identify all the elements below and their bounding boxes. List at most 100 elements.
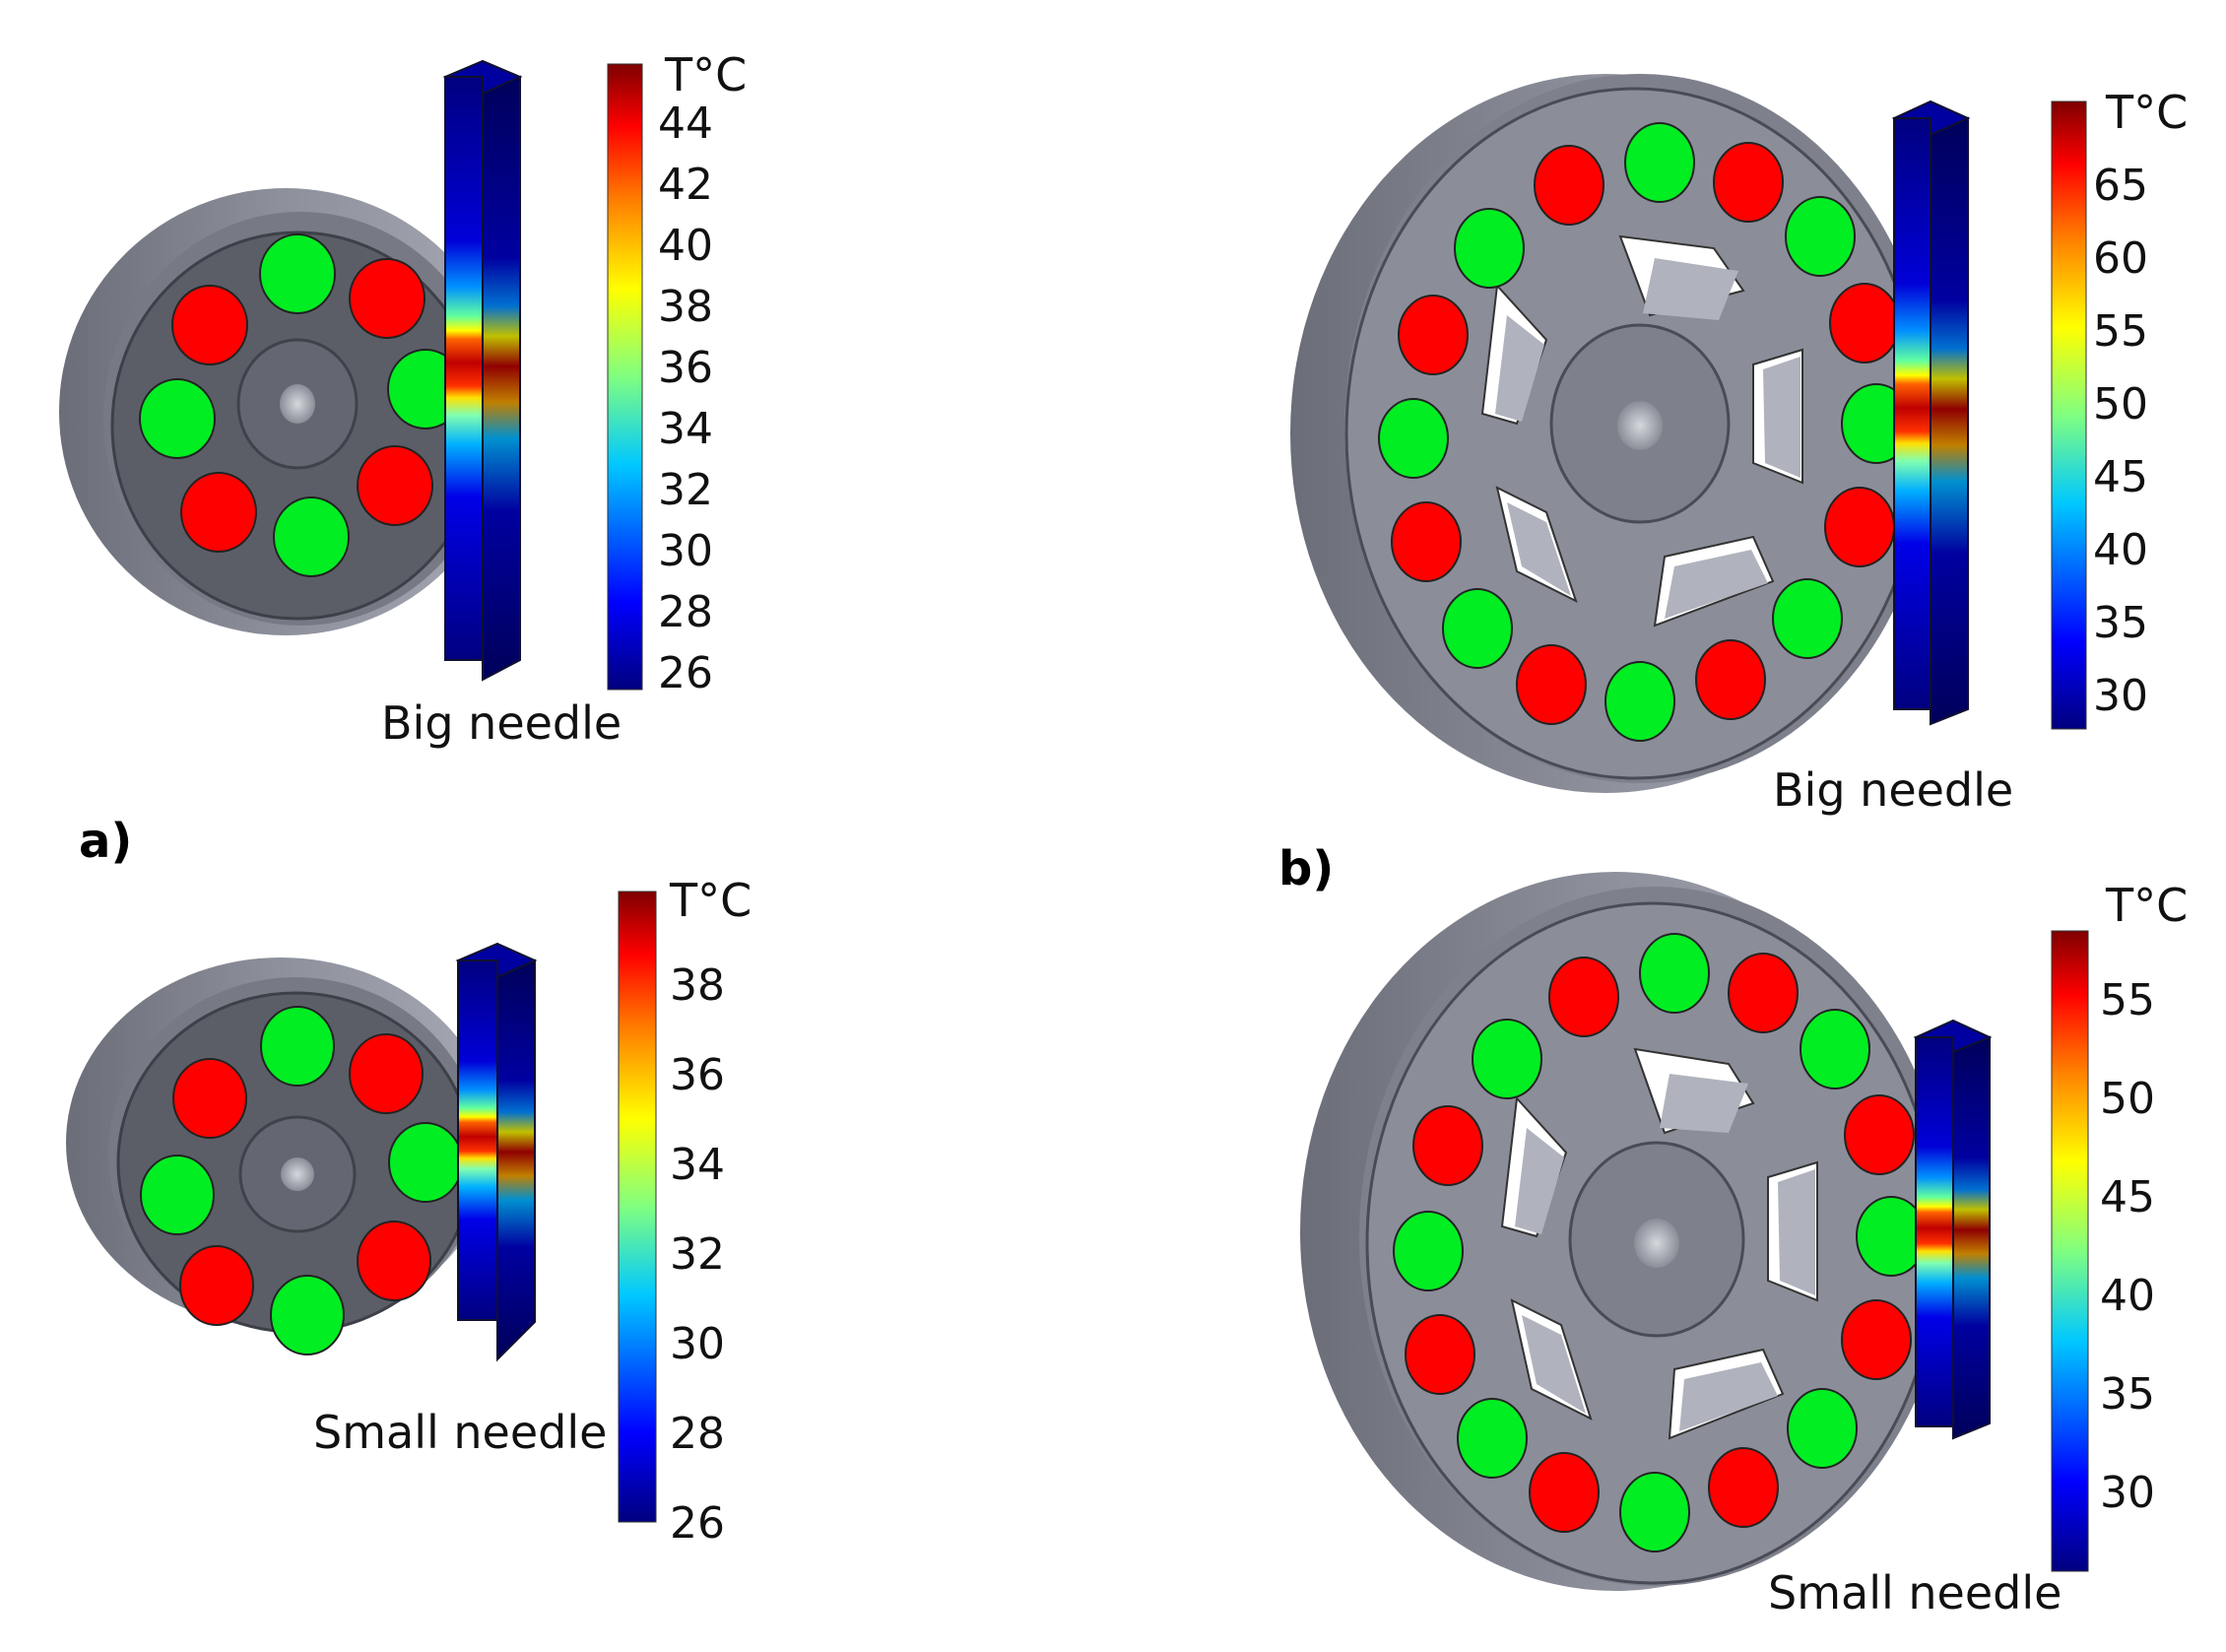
magnet-ring <box>140 1006 463 1355</box>
colorbar-tick-label: 40 <box>2093 525 2148 575</box>
magnet-red <box>1695 639 1766 720</box>
colorbar-gradient <box>607 63 643 691</box>
colorbar-tick-label: 55 <box>2093 306 2148 357</box>
colorbar-ticks: 65 60 55 50 45 40 35 30 <box>2093 161 2148 721</box>
colorbar-tick-label: 42 <box>658 160 713 210</box>
colorbar-ticks: 44 42 40 38 36 34 32 30 28 26 <box>658 99 713 698</box>
colorbar-tick-label: 40 <box>658 221 713 271</box>
magnet-red <box>171 285 248 365</box>
needle-heatmap <box>1891 99 1971 726</box>
needle-heatmap <box>1913 1019 1993 1440</box>
colorbar-tick-label: 30 <box>670 1319 725 1369</box>
colorbar-tick-label: 36 <box>658 343 713 393</box>
colorbar-unit: T°C <box>669 874 752 927</box>
magnet-green <box>259 233 336 314</box>
colorbar-tick-label: 50 <box>2093 379 2148 430</box>
colorbar-tick-label: 40 <box>2100 1271 2155 1321</box>
spoke-cutouts <box>1500 1047 1818 1440</box>
figure-caption: Big needle <box>1773 763 2013 817</box>
colorbar-tick-label: 38 <box>658 282 713 332</box>
needle-heatmap <box>442 59 523 682</box>
magnet-green <box>140 1155 215 1235</box>
magnet-red <box>1548 957 1619 1037</box>
colorbar-tick-label: 44 <box>658 99 713 149</box>
magnet-red <box>1728 953 1799 1033</box>
magnet-red <box>180 472 257 553</box>
magnet-red <box>357 445 433 526</box>
magnet-green <box>1639 933 1710 1014</box>
figure-a-small: T°C 38 36 34 32 30 28 26 Small needle <box>66 874 752 1549</box>
magnet-red <box>1824 487 1895 567</box>
colorbar-unit: T°C <box>2105 86 2188 139</box>
magnet-green <box>1604 661 1675 742</box>
magnet-red <box>1398 295 1469 375</box>
colorbar-unit: T°C <box>2105 879 2188 932</box>
magnet-green <box>1378 398 1449 479</box>
figure-caption: Small needle <box>1768 1566 2062 1619</box>
colorbar-tick-label: 26 <box>670 1498 725 1549</box>
magnet-green <box>1457 1398 1528 1479</box>
colorbar-tick-label: 35 <box>2093 598 2148 648</box>
colorbar-tick-label: 45 <box>2093 452 2148 502</box>
magnet-red <box>1412 1105 1483 1186</box>
magnet-red <box>1844 1094 1915 1175</box>
spoke-cutouts <box>1480 234 1803 628</box>
magnet-red <box>1713 142 1784 223</box>
colorbar-tick-label: 55 <box>2100 975 2155 1025</box>
magnet-green <box>388 1122 463 1203</box>
magnet-red <box>349 258 426 339</box>
magnet-green <box>139 378 216 459</box>
magnet-green <box>1442 588 1513 669</box>
magnet-ring <box>1393 933 1927 1553</box>
figure-b-big: T°C 65 60 55 50 45 40 35 30 Big needle <box>1290 74 2188 817</box>
colorbar-tick-label: 30 <box>658 526 713 576</box>
magnet-red <box>357 1221 431 1301</box>
figure-caption: Big needle <box>381 696 622 750</box>
figure-a-big: T°C 44 42 40 38 36 34 32 30 28 26 Big needle <box>59 48 747 750</box>
magnet-green <box>1772 578 1843 659</box>
colorbar: T°C 38 36 34 32 30 28 26 <box>618 874 752 1549</box>
magnet-red <box>1529 1452 1600 1533</box>
colorbar-tick-label: 32 <box>658 465 713 515</box>
magnet-ring <box>139 233 464 577</box>
magnet-green <box>273 496 350 577</box>
magnet-red <box>179 1245 254 1326</box>
magnet-green <box>1787 1388 1858 1469</box>
magnet-green <box>1624 122 1695 203</box>
magnet-red <box>1708 1447 1779 1528</box>
colorbar: T°C 65 60 55 50 45 40 35 30 <box>2051 86 2188 730</box>
magnet-red <box>349 1033 424 1114</box>
colorbar-tick-label: 34 <box>670 1140 725 1190</box>
colorbar-tick-label: 28 <box>658 587 713 637</box>
colorbar-unit: T°C <box>664 48 747 101</box>
colorbar: T°C 44 42 40 38 36 34 32 30 28 26 <box>607 48 747 698</box>
colorbar-tick-label: 32 <box>670 1229 725 1280</box>
colorbar-tick-label: 50 <box>2100 1074 2155 1124</box>
panel-label-a: a) <box>79 814 132 869</box>
magnet-red <box>172 1058 247 1139</box>
colorbar-tick-label: 36 <box>670 1050 725 1100</box>
panel-label-b: b) <box>1278 841 1334 896</box>
colorbar-tick-label: 65 <box>2093 161 2148 211</box>
magnet-green <box>270 1275 345 1355</box>
colorbar-tick-label: 28 <box>670 1409 725 1459</box>
colorbar-tick-label: 38 <box>670 960 725 1011</box>
colorbar-tick-label: 60 <box>2093 233 2148 284</box>
colorbar-tick-label: 34 <box>658 404 713 454</box>
magnet-red <box>1841 1299 1912 1380</box>
colorbar-gradient <box>2051 930 2089 1572</box>
colorbar-tick-label: 30 <box>2100 1468 2155 1518</box>
colorbar-tick-label: 26 <box>658 648 713 698</box>
colorbar-gradient <box>2051 100 2087 730</box>
needle-heatmap <box>455 942 538 1362</box>
magnet-red <box>1516 644 1587 725</box>
colorbar-gradient <box>618 891 657 1523</box>
colorbar-tick-label: 30 <box>2093 671 2148 721</box>
magnet-red <box>1391 501 1462 582</box>
magnet-green <box>1619 1472 1690 1553</box>
magnet-green <box>1454 208 1525 289</box>
figure-caption: Small needle <box>313 1406 607 1459</box>
colorbar-tick-label: 35 <box>2100 1369 2155 1420</box>
